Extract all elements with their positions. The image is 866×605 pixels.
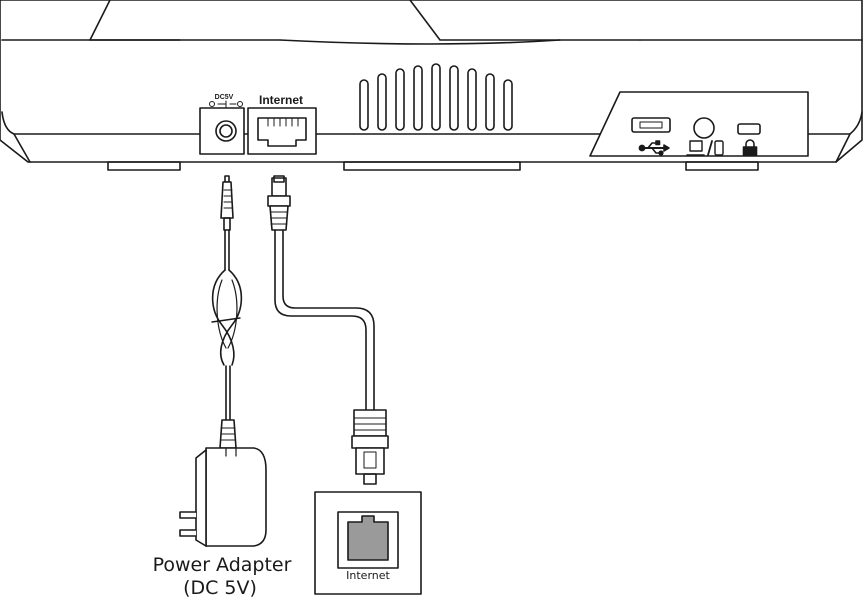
wall-jack-label: Internet — [346, 569, 390, 582]
dc-power-port — [199, 100, 245, 155]
vent-slot — [359, 79, 369, 131]
dc-port-label: DC5V — [215, 94, 234, 101]
security-slot — [737, 123, 761, 135]
ethernet-cable — [267, 175, 389, 485]
vent-slot — [503, 79, 513, 131]
power-adapter-label: Power Adapter — [153, 554, 292, 576]
vent-slot — [485, 73, 495, 131]
vent-slot — [413, 65, 423, 131]
vent-slot — [395, 68, 405, 131]
power-cable — [211, 175, 243, 449]
usb-port — [631, 117, 671, 133]
vent-slots — [359, 63, 513, 131]
power-adapter-spec-label: (DC 5V) — [183, 577, 257, 599]
internet-port — [247, 107, 317, 155]
lock-icon — [742, 139, 758, 156]
vent-slot — [377, 73, 387, 131]
side-port-panel — [589, 91, 809, 157]
vent-slot — [431, 63, 441, 131]
usb-icon — [638, 140, 670, 156]
power-adapter — [179, 447, 267, 547]
vent-slot — [449, 65, 459, 131]
audio-jack — [693, 117, 715, 139]
internet-port-label: Internet — [259, 93, 303, 107]
wall-ethernet-jack — [314, 491, 422, 595]
vent-slot — [467, 68, 477, 131]
pc-phone-icon — [686, 140, 724, 156]
